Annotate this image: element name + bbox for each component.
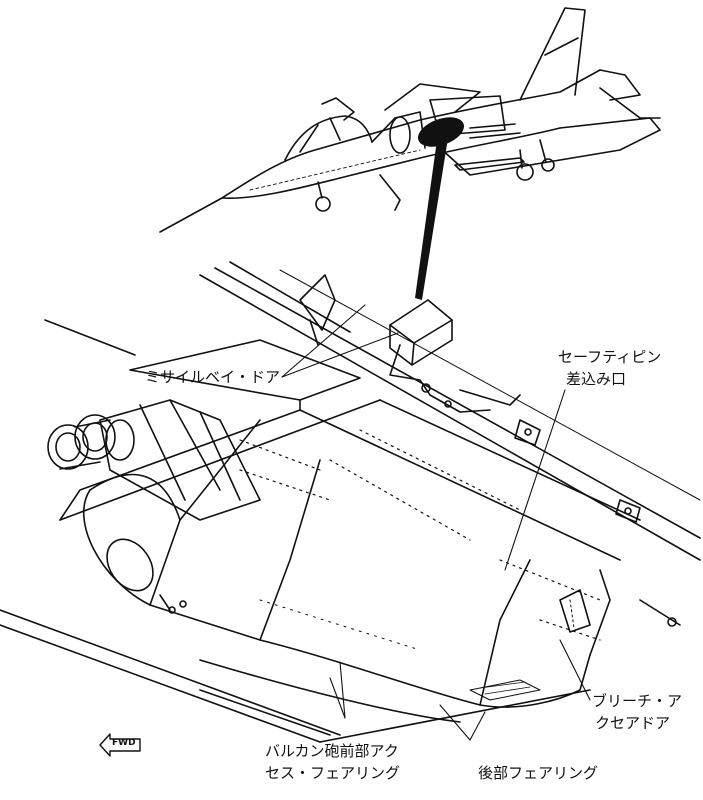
gun-location-marker	[418, 117, 464, 147]
leader-lines	[281, 304, 591, 741]
fwd-label: FWD	[112, 738, 136, 748]
zoom-pointer	[415, 138, 448, 300]
vulcan-fairing-label-line2: セス・フェアリング	[265, 764, 401, 782]
rear-fairing-label: 後部フェアリング	[478, 764, 599, 782]
missile-bay-door-label: ミサイルベイ・ドア	[145, 368, 281, 386]
fwd-arrow-icon	[99, 733, 141, 757]
gun-pod-illustration	[0, 261, 701, 743]
safety-pin-label-line1: セーフティピン	[558, 348, 662, 366]
breech-door-label-line2: クセアドア	[595, 714, 671, 732]
aircraft-illustration	[159, 7, 661, 233]
safety-pin-label-line2: 差込み口	[566, 370, 627, 388]
breech-door-label-line1: ブリーチ・ア	[592, 692, 683, 710]
vulcan-fairing-label-line1: バルカン砲前部アク	[265, 742, 399, 760]
